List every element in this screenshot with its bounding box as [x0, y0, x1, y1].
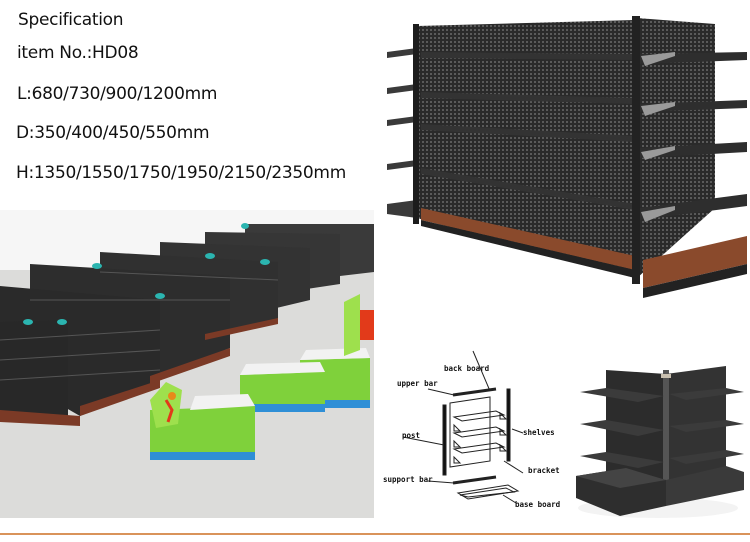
store-layout-render: [0, 210, 374, 518]
spec-item-number: item No.:HD08: [17, 43, 139, 63]
spec-height: H:1350/1550/1750/1950/2150/2350mm: [16, 163, 346, 183]
bottom-divider-line: [0, 533, 750, 535]
assembly-drawing: [402, 350, 524, 504]
shelf-product-photo: [387, 16, 747, 298]
gondola-shelf-photo: [576, 366, 744, 518]
label-support-bar: support bar: [383, 475, 433, 484]
label-upper-bar: upper bar: [397, 379, 438, 388]
label-post: post: [402, 431, 421, 440]
assembly-diagram: back board upper bar post shelves bracke…: [378, 345, 563, 525]
label-back-board: back board: [444, 364, 490, 373]
label-bracket: bracket: [528, 466, 560, 475]
label-base-board: base board: [515, 500, 561, 509]
spec-title: Specification: [18, 10, 124, 30]
spec-length: L:680/730/900/1200mm: [17, 84, 218, 104]
label-shelves: shelves: [523, 428, 555, 437]
specification-block: Specification item No.:HD08 L:680/730/90…: [0, 0, 375, 200]
spec-depth: D:350/400/450/550mm: [16, 123, 210, 143]
